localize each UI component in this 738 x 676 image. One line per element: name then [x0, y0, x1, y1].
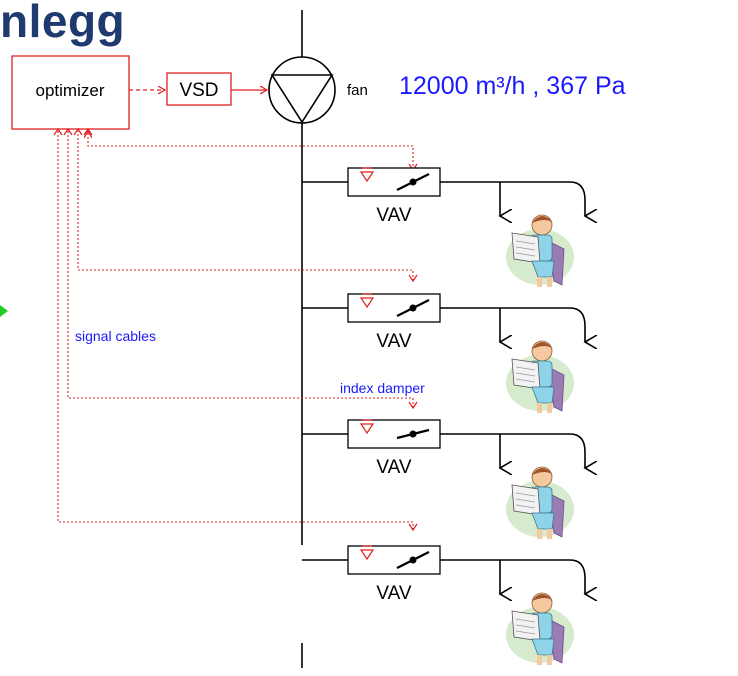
index-damper-label: index damper — [340, 380, 425, 396]
person-reading-newspaper-icon — [506, 340, 574, 413]
outlet-arrow — [569, 433, 585, 468]
vav-label: VAV — [376, 331, 412, 352]
person-reading-newspaper-icon — [506, 214, 574, 287]
person-reading-newspaper-icon — [506, 592, 574, 665]
damper-blade-icon — [396, 551, 430, 569]
person-reading-newspaper-icon — [506, 466, 574, 539]
outlet-arrow — [569, 307, 585, 342]
outlet-arrow — [569, 181, 585, 216]
pressure-sensor-icon — [359, 545, 375, 561]
fan-label: fan — [347, 82, 368, 99]
vav-box — [347, 419, 441, 449]
pressure-sensor-icon — [359, 167, 375, 183]
vav-branch: VAV — [302, 419, 585, 539]
fan-flow-readout: 12000 m³/h , 367 Pa — [399, 72, 626, 100]
pressure-sensor-icon — [359, 293, 375, 309]
signal-cables — [57, 131, 413, 530]
vsd-box — [166, 72, 232, 106]
pressure-sensor-icon — [359, 419, 375, 435]
vav-label: VAV — [376, 583, 412, 604]
damper-blade-icon — [396, 299, 430, 317]
vav-branch: VAV — [302, 167, 585, 287]
page-title: nlegg — [0, 0, 126, 47]
vav-box — [347, 293, 441, 323]
optimizer-label: optimizer — [36, 81, 105, 100]
vav-branch: VAV — [302, 545, 585, 665]
vav-label: VAV — [376, 205, 412, 226]
damper-blade-icon — [396, 173, 430, 191]
vav-box — [347, 167, 441, 197]
vav-label: VAV — [376, 457, 412, 478]
outlet-arrow — [569, 559, 585, 594]
optimizer-box — [11, 55, 130, 130]
green-arrow-icon — [0, 305, 8, 317]
fan-icon — [268, 56, 336, 124]
vav-branch: VAV — [302, 293, 585, 413]
signal-cables-label: signal cables — [75, 328, 156, 344]
vsd-label: VSD — [179, 80, 218, 101]
damper-blade-icon — [396, 428, 430, 440]
vav-box — [347, 545, 441, 575]
